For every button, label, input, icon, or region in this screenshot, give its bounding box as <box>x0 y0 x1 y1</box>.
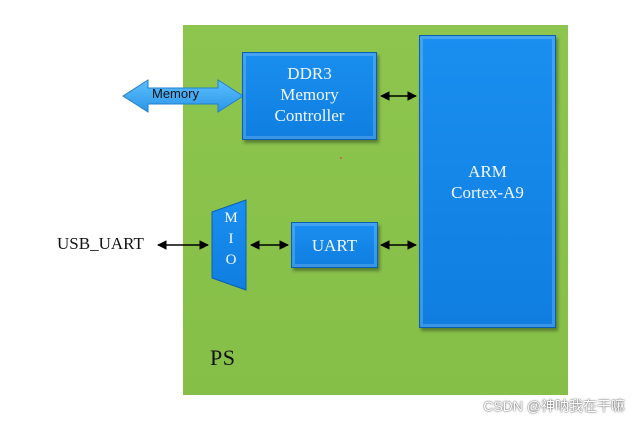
usb-uart-label: USB_UART <box>57 234 144 253</box>
uart-block: UART <box>291 222 378 268</box>
ddr-line-3: Controller <box>274 106 345 125</box>
ddr-line-1: DDR3 <box>287 64 332 83</box>
mio-letter-o: O <box>225 252 237 268</box>
arm-cortex-block: ARM Cortex-A9 <box>419 35 556 328</box>
mio-letter-i: I <box>228 231 234 247</box>
stray-dot <box>340 157 342 159</box>
uart-label: UART <box>311 236 358 255</box>
ddr-line-2: Memory <box>280 85 339 104</box>
mio-label: M I O <box>221 208 241 271</box>
memory-label: Memory <box>152 86 199 101</box>
mio-letter-m: M <box>224 210 238 226</box>
arm-line-2: Cortex-A9 <box>451 183 524 202</box>
mio-block <box>211 199 247 291</box>
ps-label: PS <box>210 345 236 370</box>
ddr3-controller-block: DDR3 Memory Controller <box>242 52 377 140</box>
arm-line-1: ARM <box>468 162 507 181</box>
watermark: CSDN @神呐我在干嘛 <box>483 398 625 414</box>
